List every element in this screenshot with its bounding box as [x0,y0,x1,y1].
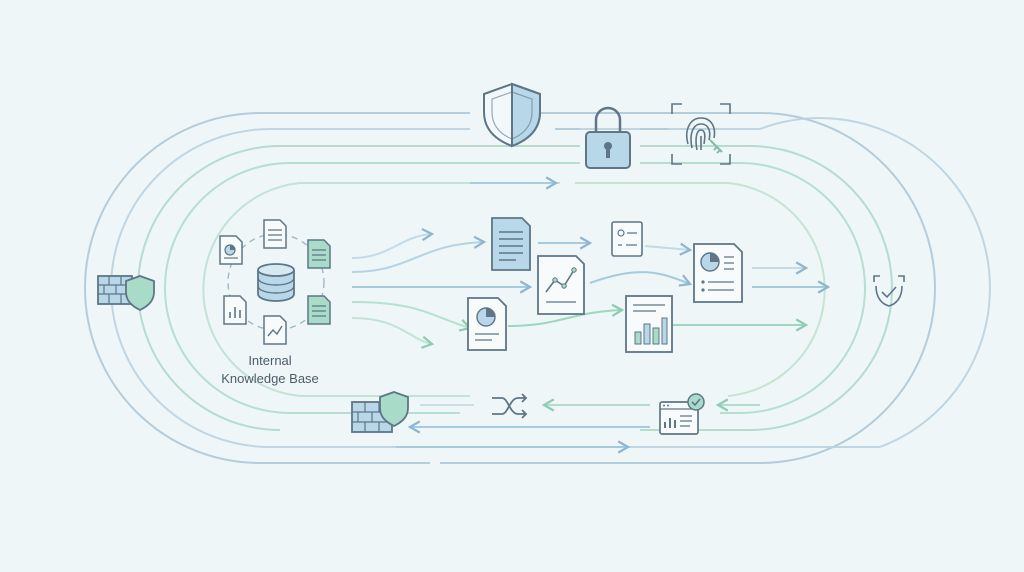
knowledge-base-label-line2: Knowledge Base [221,371,319,386]
security-connectors [470,112,668,190]
bar-chart-doc-icon [223,295,247,325]
fingerprint-key-icon [671,103,731,165]
text-doc-icon [263,219,287,249]
dashboard-check-icon [659,393,705,435]
knowledge-base-label-line1: Internal [248,353,292,368]
profile-card-icon [611,221,643,257]
firewall-shield-icon [351,391,409,433]
shield-check-icon [873,275,905,307]
flow-arrows [351,228,831,349]
shield-icon [483,82,541,148]
pie-chart-doc-icon [467,297,507,351]
track-5 [202,182,560,397]
text-doc-icon [307,295,331,325]
pie-chart-doc-icon [219,235,243,265]
firewall-shield-icon [97,275,155,312]
pie-report-icon [693,243,743,303]
track-3-right [640,145,893,431]
track-2-right [560,117,991,448]
return-arrows [396,398,760,454]
text-doc-icon [491,217,531,271]
track-1 [84,112,470,464]
database-icon [257,263,295,302]
track-4 [164,162,580,414]
line-chart-doc-icon [537,255,585,315]
track-4-right [660,162,866,414]
knowledge-base-label: Internal Knowledge Base [195,352,345,388]
knowledge-base-hub [219,219,331,345]
line-chart-doc-icon [263,315,287,345]
shuffle-icon [492,393,528,419]
bar-chart-report-icon [625,295,673,353]
list-doc-icon [307,239,331,269]
padlock-icon [585,106,631,169]
